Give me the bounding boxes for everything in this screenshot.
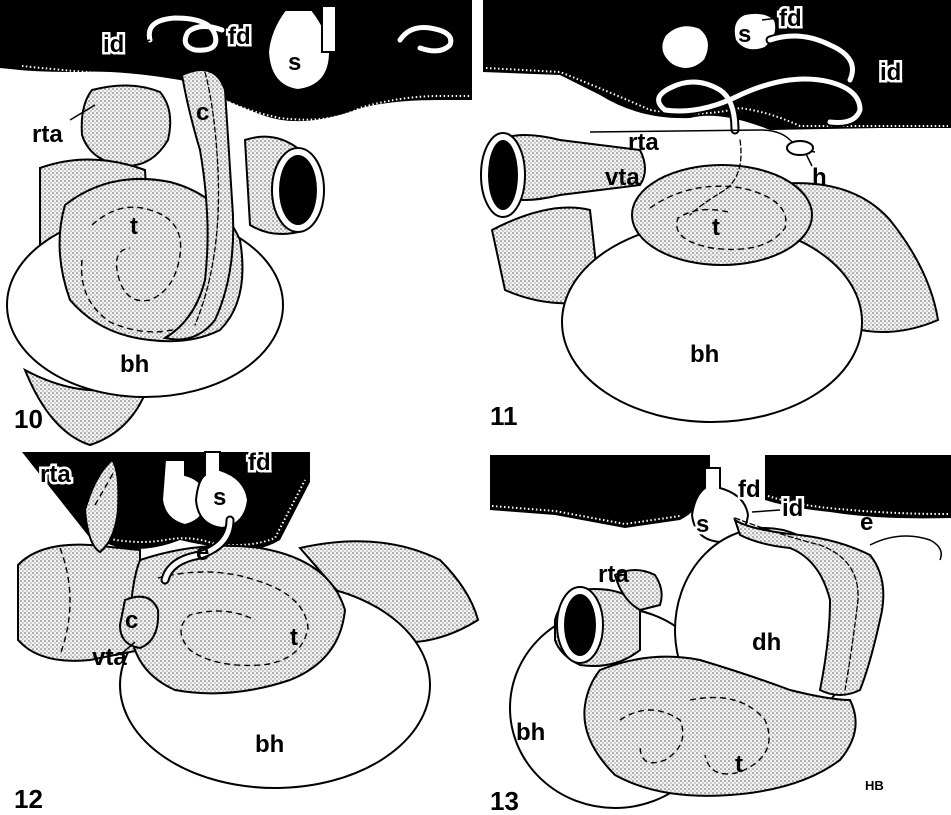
panel-13-number: 13 [490,786,519,815]
panel-11-label-bh: bh [690,341,719,368]
panel-10-label-t: t [130,213,138,240]
panel-10-label-bh: bh [120,351,149,378]
panel-11-label-id: id [880,59,901,86]
panel-10-number: 10 [14,404,43,434]
panel-11-number: 11 [490,401,518,431]
panel-12-label-s: s [213,484,226,511]
panel-11-label-s: s [738,21,751,48]
panel-13-label-rta: rta [598,561,629,588]
panel-12-label-c: c [125,607,138,634]
panel-10: id fd s rta c t bh 10 [0,0,472,445]
panel-12-label-rta: rta [40,461,71,488]
panel-11-label-fd: fd [779,5,802,32]
panel-13-label-e: e [860,509,873,536]
panel-13-leader-id [752,510,780,512]
panel-10-label-fd: fd [228,23,251,50]
panel-12-label-bh: bh [255,731,284,758]
panel-10-label-id: id [103,31,124,58]
panel-11-label-h: h [812,164,827,191]
panel-11-label-rta: rta [628,129,659,156]
panel-12-number: 12 [14,784,43,814]
panel-10-vessel [245,137,324,234]
panel-10-body-wall [0,0,472,121]
panel-13-label-dh: dh [752,629,781,656]
artist-signature: HB [865,778,884,793]
panel-12: rta fd s e c t vta bh 12 [14,449,478,814]
panel-11-leader-h [806,154,812,166]
panel-11-testis [632,140,812,265]
panel-12-label-fd: fd [248,449,271,476]
panel-10-label-c: c [196,99,209,126]
panel-12-label-t: t [290,624,298,651]
panel-13: fd s id rta e dh bh t 13 HB [490,455,951,815]
panel-11: fd s id rta vta h t bh 11 [481,0,951,431]
panel-10-right-atrial-tissue [82,85,171,165]
panel-13-label-s: s [696,511,709,538]
panel-13-label-id: id [782,495,803,522]
panel-13-label-t: t [735,751,743,778]
panel-12-label-e: e [196,539,209,566]
panel-13-label-bh: bh [516,719,545,746]
panel-10-label-s: s [288,49,301,76]
panel-13-label-fd: fd [738,476,761,503]
panel-11-label-vta: vta [605,164,640,191]
panel-10-label-rta: rta [32,121,63,148]
panel-12-label-vta: vta [92,644,127,671]
panel-11-label-t: t [712,214,720,241]
